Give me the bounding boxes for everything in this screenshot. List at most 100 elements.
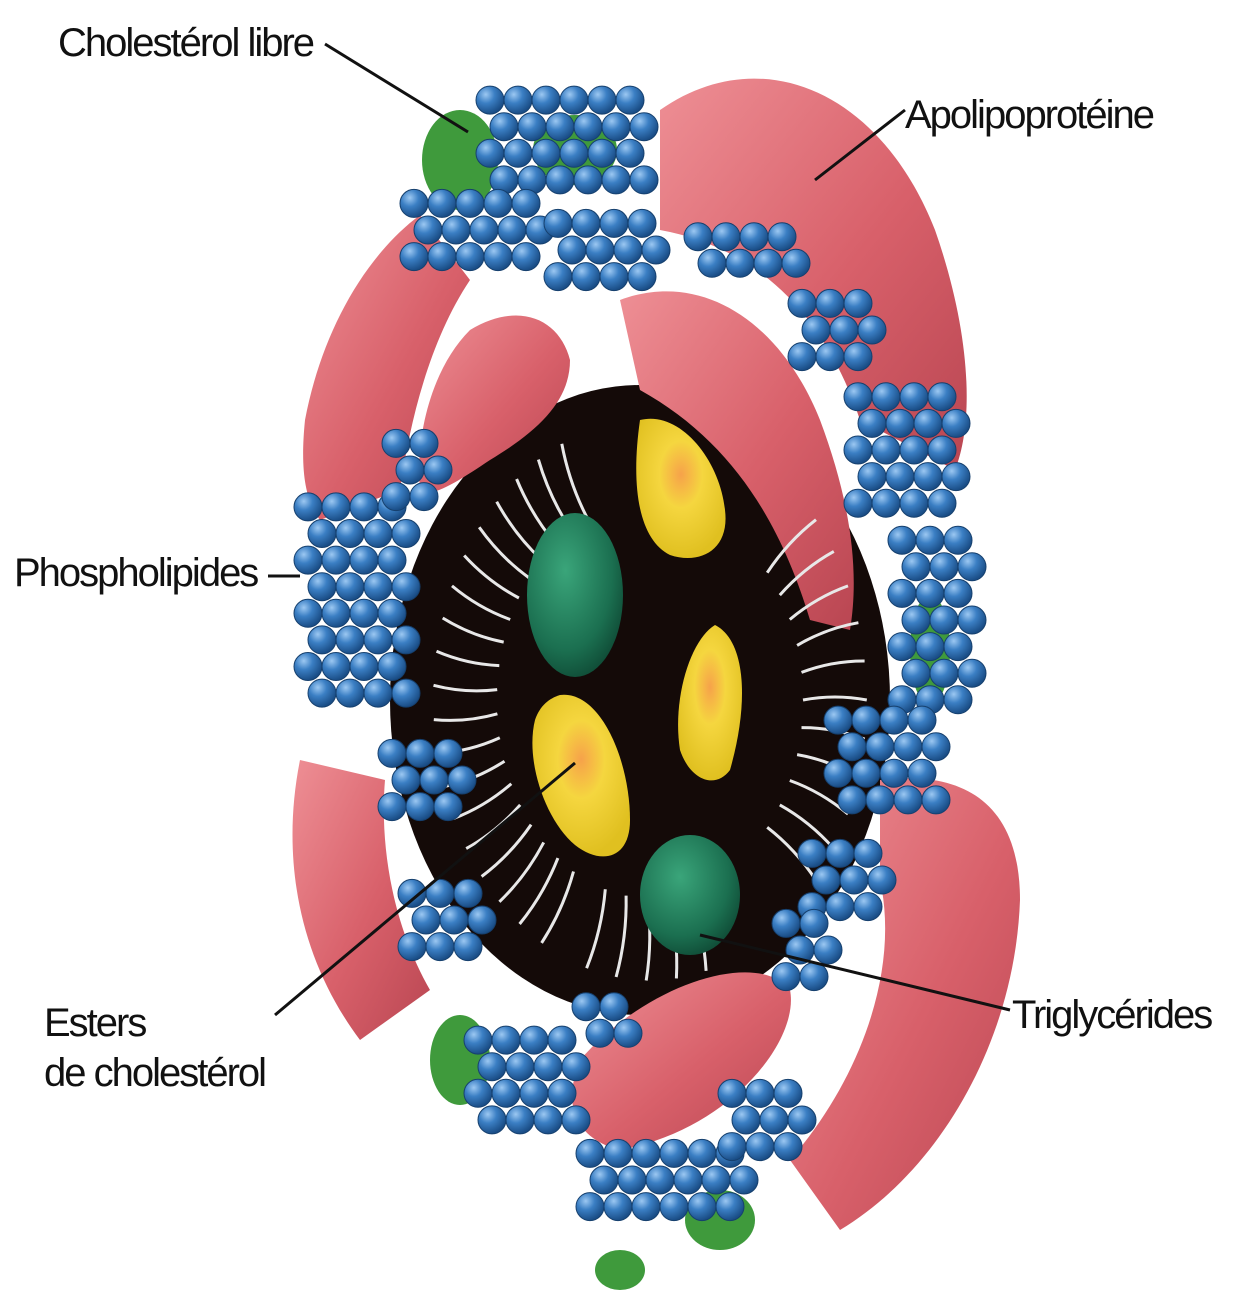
phospholipid-head bbox=[398, 933, 426, 961]
phospholipid-head bbox=[630, 113, 658, 141]
phospholipid-head bbox=[406, 793, 434, 821]
phospholipid-head bbox=[406, 739, 434, 767]
phospholipid-head bbox=[492, 1079, 520, 1107]
phospholipid-head bbox=[840, 866, 868, 894]
phospholipid-head bbox=[746, 1133, 774, 1161]
phospholipid-head bbox=[914, 463, 942, 491]
phospholipid-head bbox=[660, 1139, 688, 1167]
phospholipid-head bbox=[854, 893, 882, 921]
phospholipid-head bbox=[928, 436, 956, 464]
phospholipid-head bbox=[600, 263, 628, 291]
phospholipid-head bbox=[872, 383, 900, 411]
phospholipid-head bbox=[506, 1106, 534, 1134]
phospholipid-head bbox=[768, 223, 796, 251]
phospholipid-head bbox=[684, 223, 712, 251]
phospholipid-head bbox=[294, 493, 322, 521]
cholesterol-ester bbox=[527, 513, 623, 677]
label-esters-de-cholesterol: Esters de cholestérol bbox=[44, 998, 265, 1098]
phospholipid-head bbox=[602, 113, 630, 141]
phospholipid-head bbox=[336, 626, 364, 654]
phospholipid-head bbox=[900, 436, 928, 464]
phospholipid-head bbox=[322, 653, 350, 681]
phospholipid-head bbox=[572, 263, 600, 291]
phospholipid-head bbox=[464, 1026, 492, 1054]
phospholipid-head bbox=[574, 113, 602, 141]
phospholipid-head bbox=[614, 1019, 642, 1047]
phospholipid-head bbox=[308, 520, 336, 548]
phospholipid-head bbox=[484, 243, 512, 271]
phospholipid-head bbox=[886, 409, 914, 437]
phospholipid-head bbox=[464, 1079, 492, 1107]
phospholipid-head bbox=[468, 906, 496, 934]
phospholipid-head bbox=[844, 343, 872, 371]
phospholipid-head bbox=[478, 1106, 506, 1134]
phospholipid-head bbox=[900, 489, 928, 517]
phospholipid-head bbox=[788, 343, 816, 371]
phospholipid-head bbox=[382, 483, 410, 511]
phospholipid-head bbox=[308, 679, 336, 707]
phospholipid-head bbox=[588, 86, 616, 114]
phospholipid-head bbox=[532, 139, 560, 167]
phospholipid-head bbox=[800, 963, 828, 991]
phospholipid-head bbox=[614, 236, 642, 264]
phospholipid-head bbox=[760, 1106, 788, 1134]
phospholipid-head bbox=[838, 733, 866, 761]
phospholipid-head bbox=[420, 766, 448, 794]
phospholipid-head bbox=[440, 906, 468, 934]
phospholipid-head bbox=[476, 86, 504, 114]
phospholipid-head bbox=[378, 599, 406, 627]
free-cholesterol bbox=[595, 1250, 645, 1290]
phospholipid-head bbox=[382, 429, 410, 457]
phospholipid-head bbox=[872, 489, 900, 517]
phospholipid-head bbox=[866, 786, 894, 814]
phospholipid-head bbox=[628, 263, 656, 291]
phospholipid-head bbox=[888, 579, 916, 607]
phospholipid-head bbox=[782, 249, 810, 277]
phospholipid-head bbox=[772, 963, 800, 991]
phospholipid-head bbox=[336, 520, 364, 548]
phospholipid-head bbox=[546, 113, 574, 141]
phospholipid-head bbox=[454, 879, 482, 907]
phospholipid-head bbox=[886, 463, 914, 491]
phospholipid-head bbox=[504, 139, 532, 167]
phospholipid-head bbox=[378, 653, 406, 681]
phospholipid-head bbox=[456, 243, 484, 271]
phospholipid-head bbox=[852, 759, 880, 787]
phospholipid-head bbox=[392, 573, 420, 601]
phospholipid-head bbox=[660, 1193, 688, 1221]
phospholipid-head bbox=[854, 839, 882, 867]
phospholipid-head bbox=[788, 1106, 816, 1134]
phospholipid-head bbox=[858, 409, 886, 437]
phospholipid-head bbox=[616, 86, 644, 114]
phospholipid-head bbox=[410, 429, 438, 457]
phospholipid-head bbox=[378, 793, 406, 821]
phospholipid-head bbox=[532, 86, 560, 114]
phospholipid-head bbox=[364, 679, 392, 707]
phospholipid-head bbox=[688, 1193, 716, 1221]
phospholipid-head bbox=[816, 289, 844, 317]
phospholipid-head bbox=[576, 1139, 604, 1167]
phospholipid-head bbox=[858, 316, 886, 344]
phospholipid-head bbox=[518, 113, 546, 141]
phospholipid-head bbox=[942, 463, 970, 491]
phospholipid-head bbox=[698, 249, 726, 277]
phospholipid-head bbox=[364, 573, 392, 601]
label-cholesterol-libre: Cholestérol libre bbox=[58, 18, 313, 68]
phospholipid-head bbox=[336, 679, 364, 707]
phospholipid-head bbox=[512, 243, 540, 271]
phospholipid-head bbox=[576, 1193, 604, 1221]
phospholipid-head bbox=[604, 1193, 632, 1221]
phospholipid-head bbox=[858, 463, 886, 491]
phospholipid-head bbox=[798, 839, 826, 867]
phospholipid-head bbox=[364, 626, 392, 654]
phospholipid-head bbox=[852, 706, 880, 734]
phospholipid-head bbox=[844, 289, 872, 317]
phospholipid-head bbox=[958, 606, 986, 634]
phospholipid-head bbox=[630, 166, 658, 194]
phospholipid-head bbox=[424, 456, 452, 484]
phospholipid-head bbox=[504, 86, 532, 114]
phospholipid-head bbox=[830, 316, 858, 344]
phospholipid-head bbox=[772, 909, 800, 937]
